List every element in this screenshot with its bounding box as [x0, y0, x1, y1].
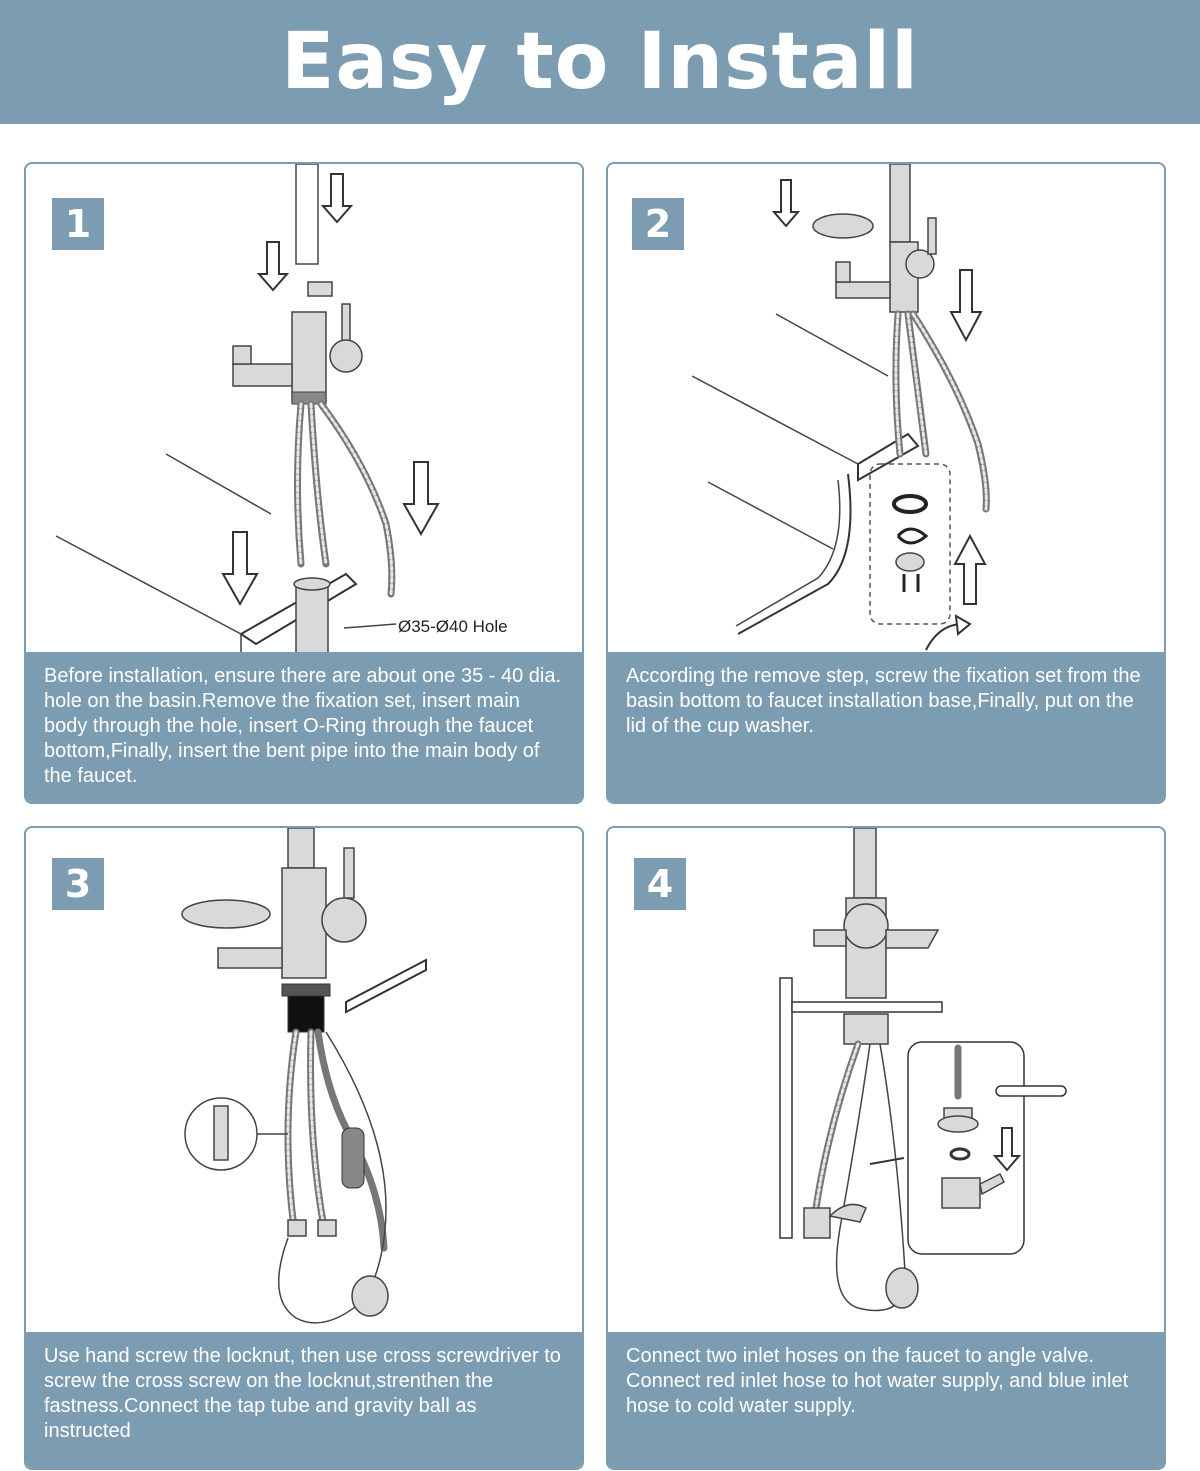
- step-2-description: According the remove step, screw the fix…: [608, 652, 1164, 802]
- step-4-illustration: [608, 828, 1164, 1334]
- hole-size-label: Ø35-Ø40 Hole: [398, 617, 508, 636]
- step-4-description: Connect two inlet hoses on the faucet to…: [608, 1332, 1164, 1468]
- step-3-description: Use hand screw the locknut, then use cro…: [26, 1332, 582, 1468]
- step-number-4: 4: [634, 858, 686, 910]
- step-3-illustration: [26, 828, 582, 1334]
- step-card-4: 4 Connect two inlet hoses on the faucet …: [606, 826, 1166, 1470]
- step-number-2: 2: [632, 198, 684, 250]
- step-2-illustration: [608, 164, 1164, 654]
- header-banner: Easy to Install: [0, 0, 1200, 124]
- step-card-2: 2 According the remove step, screw the f…: [606, 162, 1166, 804]
- step-card-1: Ø35-Ø40 Hole 1 Before installation, ensu…: [24, 162, 584, 804]
- step-card-3: 3 Use hand screw the locknut, then use c…: [24, 826, 584, 1470]
- step-1-illustration: Ø35-Ø40 Hole: [26, 164, 582, 654]
- step-1-description: Before installation, ensure there are ab…: [26, 652, 582, 802]
- page-title: Easy to Install: [281, 17, 919, 107]
- step-number-1: 1: [52, 198, 104, 250]
- step-number-3: 3: [52, 858, 104, 910]
